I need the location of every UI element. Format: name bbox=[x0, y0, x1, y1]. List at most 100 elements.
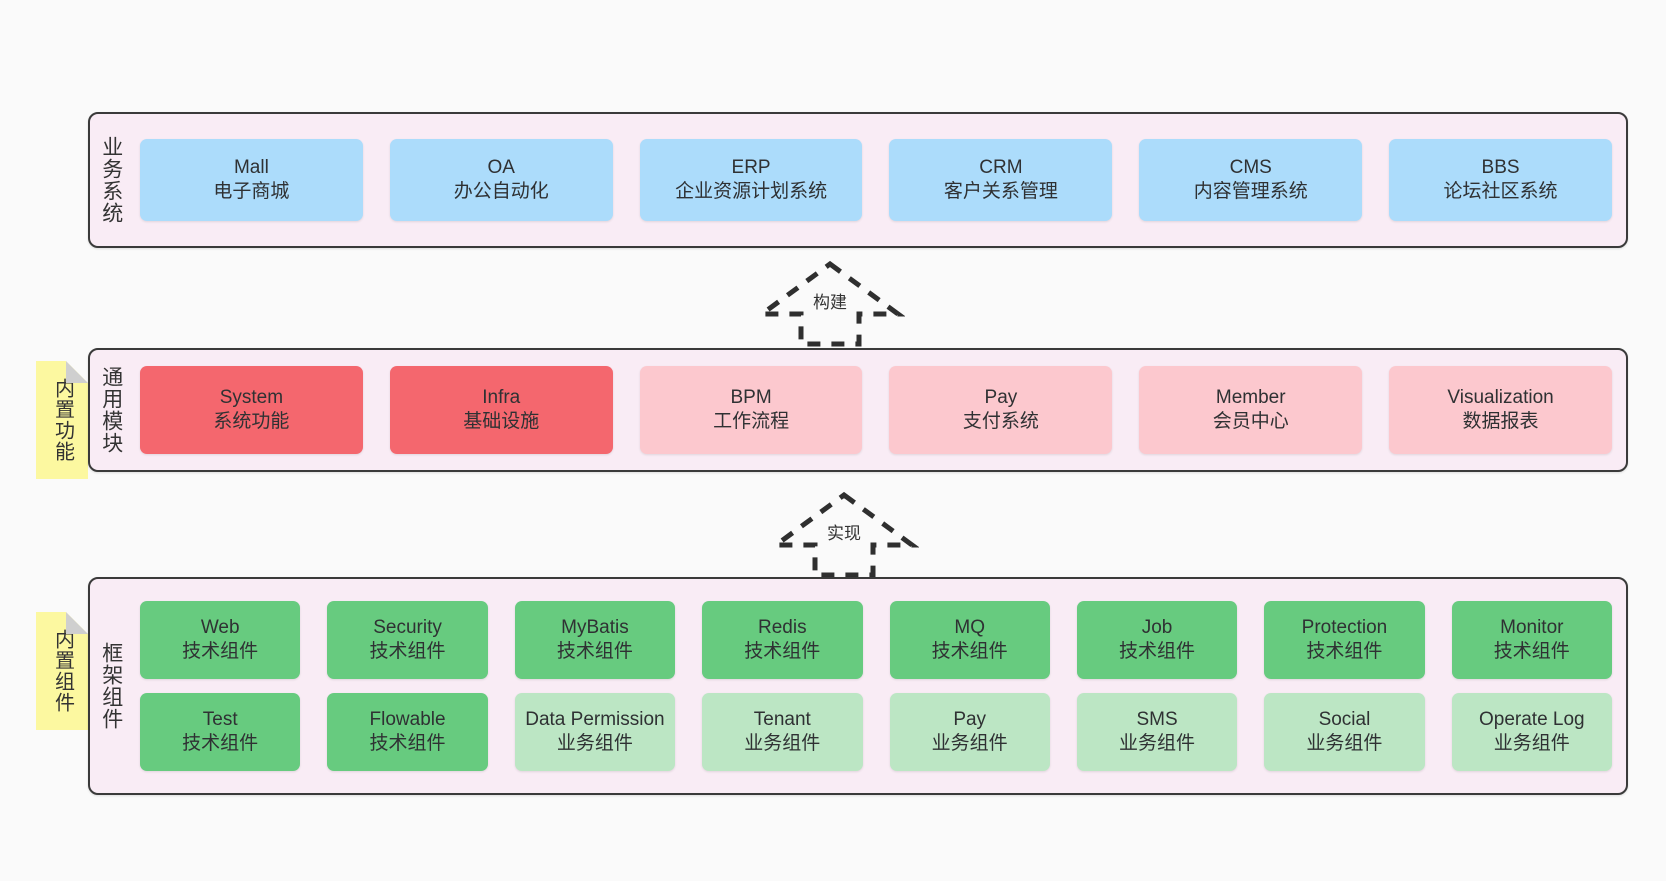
layer-framework-components: 框架组件 Web 技术组件 Security 技术组件 MyBatis 技术组件… bbox=[88, 577, 1628, 795]
node-title: CMS bbox=[1229, 157, 1272, 179]
node-bpm[interactable]: BPM 工作流程 bbox=[639, 366, 863, 454]
node-title: Social bbox=[1318, 709, 1371, 731]
sticky-note-builtin-component[interactable]: 内置组件 bbox=[36, 612, 88, 730]
node-subtitle: 技术组件 bbox=[1493, 641, 1570, 662]
node-subtitle: 技术组件 bbox=[1119, 641, 1196, 662]
node-title: Test bbox=[202, 709, 238, 731]
node-subtitle: 客户关系管理 bbox=[943, 181, 1058, 202]
node-social[interactable]: Social 业务组件 bbox=[1264, 693, 1425, 771]
node-subtitle: 企业资源计划系统 bbox=[675, 181, 828, 202]
node-title: MyBatis bbox=[561, 617, 629, 639]
node-data-permission[interactable]: Data Permission 业务组件 bbox=[514, 693, 676, 771]
node-title: System bbox=[219, 387, 284, 409]
node-subtitle: 电子商城 bbox=[213, 181, 290, 202]
node-flowable[interactable]: Flowable 技术组件 bbox=[327, 693, 488, 771]
node-title: Visualization bbox=[1447, 387, 1554, 409]
node-tenant[interactable]: Tenant 业务组件 bbox=[702, 693, 863, 771]
layer-title-common-modules: 通用模块 bbox=[99, 366, 123, 454]
layer-business-system: 业务系统 Mall 电子商城 OA 办公自动化 ERP 企业资源计划系统 CRM… bbox=[88, 112, 1628, 248]
node-subtitle: 技术组件 bbox=[369, 733, 446, 754]
node-subtitle: 技术组件 bbox=[556, 641, 633, 662]
node-test[interactable]: Test 技术组件 bbox=[140, 693, 301, 771]
layer-body-common-modules: System 系统功能 Infra 基础设施 BPM 工作流程 Pay 支付系统… bbox=[132, 350, 1626, 470]
page-fold-icon bbox=[66, 612, 88, 634]
node-title: BPM bbox=[730, 387, 772, 409]
node-title: Web bbox=[200, 617, 240, 639]
node-subtitle: 技术组件 bbox=[182, 641, 259, 662]
node-subtitle: 技术组件 bbox=[1306, 641, 1383, 662]
node-subtitle: 业务组件 bbox=[1306, 733, 1383, 754]
sticky-note-builtin-feature[interactable]: 内置功能 bbox=[36, 361, 88, 479]
layer-common-modules: 通用模块 System 系统功能 Infra 基础设施 BPM 工作流程 Pay… bbox=[88, 348, 1628, 472]
node-mq[interactable]: MQ 技术组件 bbox=[889, 601, 1050, 679]
node-title: OA bbox=[487, 157, 515, 179]
node-mall[interactable]: Mall 电子商城 bbox=[140, 139, 363, 221]
node-title: CRM bbox=[979, 157, 1023, 179]
node-mybatis[interactable]: MyBatis 技术组件 bbox=[514, 601, 676, 679]
node-subtitle: 技术组件 bbox=[931, 641, 1008, 662]
node-protection[interactable]: Protection 技术组件 bbox=[1264, 601, 1425, 679]
layer-body-framework-components: Web 技术组件 Security 技术组件 MyBatis 技术组件 Redi… bbox=[132, 579, 1626, 793]
node-member[interactable]: Member 会员中心 bbox=[1139, 366, 1363, 454]
dashed-hollow-arrow-up-icon bbox=[768, 491, 920, 578]
node-subtitle: 办公自动化 bbox=[453, 181, 549, 202]
layer-title-business: 业务系统 bbox=[99, 136, 123, 224]
layer-body-business: Mall 电子商城 OA 办公自动化 ERP 企业资源计划系统 CRM 客户关系… bbox=[132, 114, 1626, 246]
node-subtitle: 支付系统 bbox=[962, 411, 1039, 432]
layer-title-framework-components: 框架组件 bbox=[99, 642, 123, 730]
node-title: Operate Log bbox=[1478, 709, 1585, 731]
node-subtitle: 数据报表 bbox=[1462, 411, 1539, 432]
node-title: Pay bbox=[953, 709, 987, 731]
node-title: Monitor bbox=[1500, 617, 1564, 639]
node-subtitle: 会员中心 bbox=[1212, 411, 1289, 432]
node-infra[interactable]: Infra 基础设施 bbox=[389, 366, 613, 454]
node-redis[interactable]: Redis 技术组件 bbox=[702, 601, 863, 679]
node-subtitle: 论坛社区系统 bbox=[1443, 181, 1558, 202]
node-title: Flowable bbox=[369, 709, 446, 731]
node-title: Job bbox=[1141, 617, 1173, 639]
node-monitor[interactable]: Monitor 技术组件 bbox=[1451, 601, 1612, 679]
node-row: System 系统功能 Infra 基础设施 BPM 工作流程 Pay 支付系统… bbox=[140, 366, 1612, 454]
node-title: Protection bbox=[1301, 617, 1388, 639]
node-web[interactable]: Web 技术组件 bbox=[140, 601, 301, 679]
node-visualization[interactable]: Visualization 数据报表 bbox=[1389, 366, 1612, 454]
node-pay-component[interactable]: Pay 业务组件 bbox=[889, 693, 1050, 771]
node-subtitle: 业务组件 bbox=[1493, 733, 1570, 754]
node-pay-module[interactable]: Pay 支付系统 bbox=[889, 366, 1113, 454]
sticky-note-label: 内置功能 bbox=[51, 378, 74, 462]
node-row: Mall 电子商城 OA 办公自动化 ERP 企业资源计划系统 CRM 客户关系… bbox=[140, 139, 1612, 221]
node-subtitle: 业务组件 bbox=[744, 733, 821, 754]
dashed-hollow-arrow-up-icon bbox=[754, 260, 906, 347]
node-title: Pay bbox=[984, 387, 1018, 409]
node-oa[interactable]: OA 办公自动化 bbox=[389, 139, 613, 221]
node-cms[interactable]: CMS 内容管理系统 bbox=[1139, 139, 1363, 221]
node-bbs[interactable]: BBS 论坛社区系统 bbox=[1389, 139, 1612, 221]
node-title: Member bbox=[1215, 387, 1286, 409]
node-subtitle: 基础设施 bbox=[463, 411, 540, 432]
node-erp[interactable]: ERP 企业资源计划系统 bbox=[639, 139, 863, 221]
node-operate-log[interactable]: Operate Log 业务组件 bbox=[1451, 693, 1612, 771]
node-subtitle: 业务组件 bbox=[1119, 733, 1196, 754]
sticky-note-label: 内置组件 bbox=[51, 629, 74, 713]
node-subtitle: 技术组件 bbox=[369, 641, 446, 662]
node-row: Test 技术组件 Flowable 技术组件 Data Permission … bbox=[140, 693, 1612, 771]
node-title: Data Permission bbox=[525, 709, 665, 731]
node-job[interactable]: Job 技术组件 bbox=[1076, 601, 1238, 679]
arrow-implement: 实现 bbox=[768, 489, 920, 581]
node-title: SMS bbox=[1136, 709, 1178, 731]
node-subtitle: 技术组件 bbox=[182, 733, 259, 754]
node-title: Tenant bbox=[753, 709, 811, 731]
node-subtitle: 业务组件 bbox=[931, 733, 1008, 754]
node-security[interactable]: Security 技术组件 bbox=[327, 601, 488, 679]
node-sms[interactable]: SMS 业务组件 bbox=[1076, 693, 1238, 771]
node-title: Security bbox=[373, 617, 442, 639]
node-system[interactable]: System 系统功能 bbox=[140, 366, 363, 454]
node-subtitle: 工作流程 bbox=[713, 411, 790, 432]
node-crm[interactable]: CRM 客户关系管理 bbox=[889, 139, 1113, 221]
node-subtitle: 系统功能 bbox=[213, 411, 290, 432]
node-row: Web 技术组件 Security 技术组件 MyBatis 技术组件 Redi… bbox=[140, 601, 1612, 679]
node-subtitle: 业务组件 bbox=[556, 733, 633, 754]
node-title: BBS bbox=[1481, 157, 1520, 179]
node-title: Infra bbox=[482, 387, 521, 409]
arrow-build: 构建 bbox=[754, 258, 906, 350]
